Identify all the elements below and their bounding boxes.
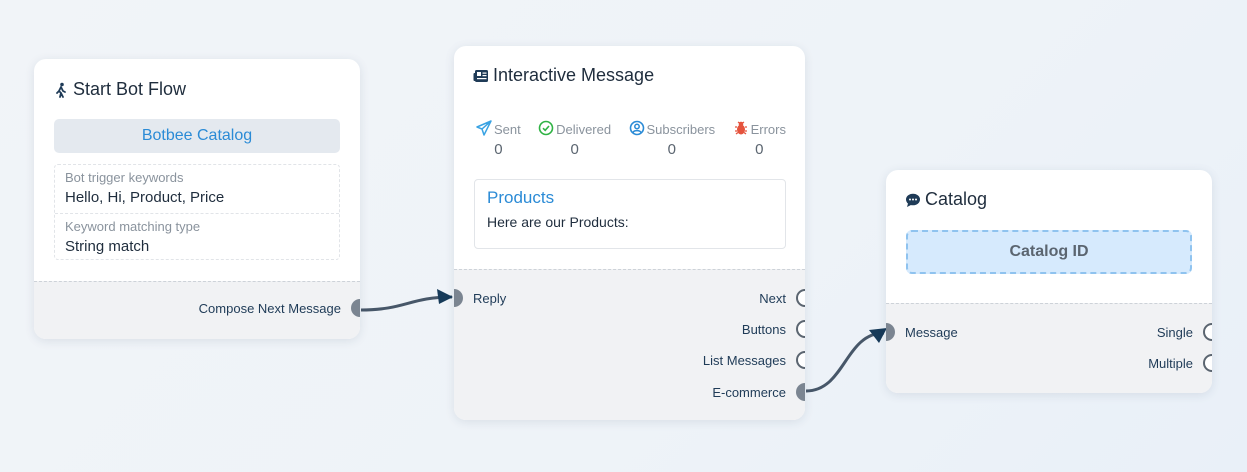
single-output-port[interactable] [1203, 323, 1212, 341]
matching-type-row: Keyword matching type String match [55, 213, 339, 261]
stat-errors: Errors 0 [733, 120, 786, 158]
message-port-label: Message [905, 324, 958, 340]
catalog-node-title-text: Catalog [925, 189, 988, 209]
catalog-id-button[interactable]: Catalog ID [906, 230, 1192, 274]
bug-icon [733, 120, 749, 139]
start-node-footer: Compose Next Message [34, 281, 360, 339]
trigger-keywords-value: Hello, Hi, Product, Price [65, 189, 225, 206]
list-messages-port-label: List Messages [702, 352, 786, 368]
start-node-title-text: Start Bot Flow [73, 79, 187, 99]
check-circle-icon [538, 120, 554, 139]
start-node-title: Start Bot Flow [53, 79, 186, 100]
ecommerce-port-row: E-commerce [712, 383, 805, 401]
compose-next-message-label: Compose Next Message [198, 300, 341, 316]
botbee-catalog-button[interactable]: Botbee Catalog [54, 119, 340, 153]
stat-errors-label: Errors [750, 122, 786, 137]
matching-type-label: Keyword matching type [65, 219, 201, 234]
trigger-keywords-label: Bot trigger keywords [65, 170, 184, 185]
list-messages-output-port[interactable] [796, 351, 805, 369]
stat-delivered-value: 0 [570, 141, 579, 158]
keyword-settings: Bot trigger keywords Hello, Hi, Product,… [54, 164, 340, 260]
ecommerce-output-port[interactable] [796, 383, 805, 401]
reply-input-port[interactable] [454, 289, 463, 307]
stat-sent-value: 0 [494, 141, 503, 158]
trigger-keywords-row: Bot trigger keywords Hello, Hi, Product,… [55, 165, 339, 213]
message-preview-text: Here are our Products: [487, 214, 629, 230]
newspaper-icon [473, 68, 489, 84]
buttons-output-port[interactable] [796, 320, 805, 338]
paper-plane-icon [476, 120, 492, 139]
stat-subscribers-value: 0 [667, 141, 676, 158]
stat-subscribers-label: Subscribers [646, 122, 716, 137]
catalog-node-footer: Message Single Multiple [886, 303, 1212, 393]
start-bot-flow-node[interactable]: Start Bot Flow Botbee Catalog Bot trigge… [34, 59, 360, 339]
stat-subscribers: Subscribers 0 [629, 120, 716, 158]
edge-ecommerce-to-catalog [805, 331, 885, 393]
multiple-port-label: Multiple [1148, 355, 1193, 371]
stat-delivered-label: Delivered [556, 122, 612, 137]
matching-type-value: String match [65, 238, 150, 255]
catalog-node[interactable]: Catalog Catalog ID Message Single Multip… [886, 170, 1212, 393]
user-circle-icon [629, 120, 645, 139]
edge-arrowhead-message [869, 328, 887, 343]
stat-errors-value: 0 [755, 141, 764, 158]
catalog-node-title: Catalog [905, 189, 987, 210]
edge-arrowhead-reply [437, 289, 453, 304]
list-messages-port-row: List Messages [703, 351, 805, 369]
buttons-port-label: Buttons [741, 321, 786, 337]
single-port-row: Single [1157, 323, 1212, 341]
reply-port-row: Reply [454, 289, 506, 307]
message-preview[interactable]: Products Here are our Products: [474, 179, 786, 249]
message-port-row: Message [886, 323, 958, 341]
message-input-port[interactable] [886, 323, 895, 341]
stat-sent: Sent 0 [476, 120, 521, 158]
comment-dots-icon [905, 192, 921, 208]
multiple-output-port[interactable] [1203, 354, 1212, 372]
next-output-port[interactable] [796, 289, 805, 307]
buttons-port-row: Buttons [742, 320, 805, 338]
multiple-port-row: Multiple [1148, 354, 1212, 372]
stat-delivered: Delivered 0 [538, 120, 611, 158]
compose-next-message-port-row: Compose Next Message [199, 299, 360, 317]
compose-next-message-port[interactable] [351, 299, 360, 317]
interactive-node-footer: Reply Next Buttons List Messages E-comme… [454, 269, 805, 420]
single-port-label: Single [1156, 324, 1193, 340]
interactive-node-title: Interactive Message [473, 65, 654, 86]
interactive-message-node[interactable]: Interactive Message Sent 0 Delivered 0 [454, 46, 805, 420]
message-stats: Sent 0 Delivered 0 Subscribers 0 [476, 120, 786, 158]
next-port-label: Next [759, 290, 786, 306]
stat-sent-label: Sent [494, 122, 521, 137]
ecommerce-port-label: E-commerce [712, 384, 786, 400]
walking-person-icon [53, 82, 69, 98]
next-port-row: Next [759, 289, 805, 307]
edge-start-to-interactive [360, 295, 453, 312]
interactive-node-title-text: Interactive Message [493, 65, 655, 85]
reply-port-label: Reply [473, 290, 507, 306]
message-preview-title: Products [487, 188, 555, 207]
